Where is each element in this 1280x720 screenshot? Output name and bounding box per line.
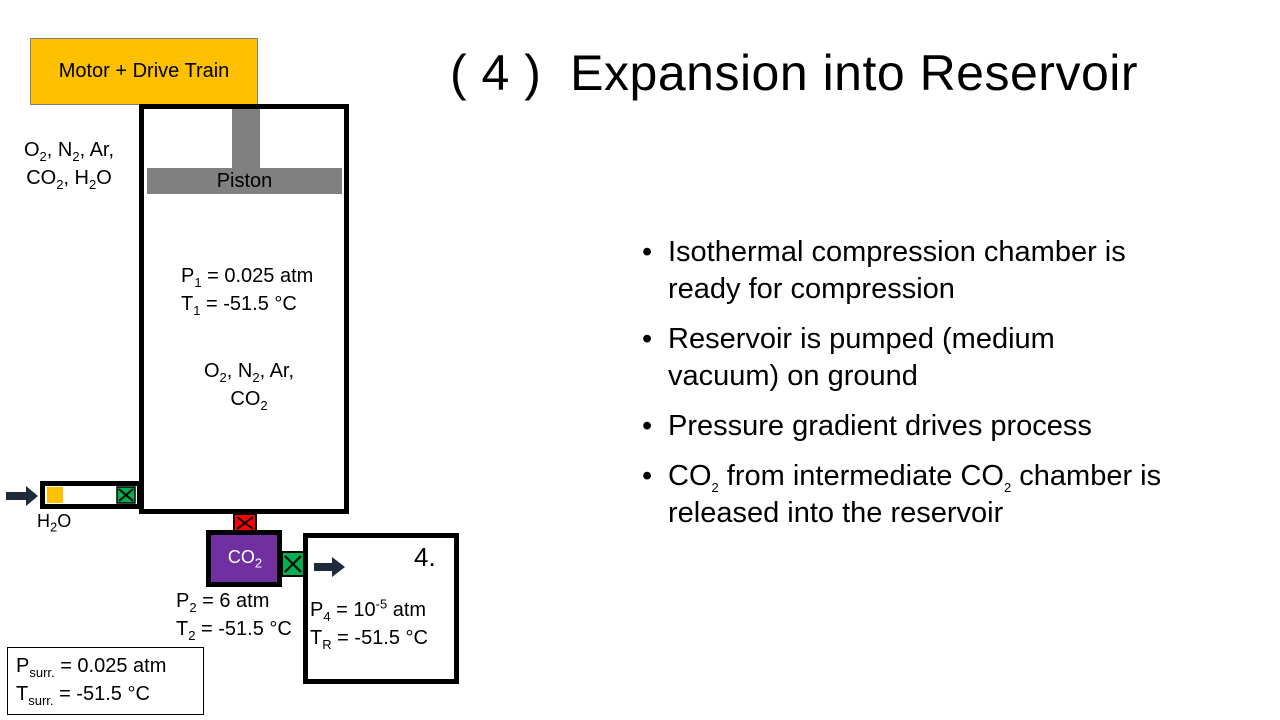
surroundings-box [7,647,204,715]
compression-chamber [139,104,349,514]
water-pipe [40,481,142,509]
piston-rod [232,104,260,170]
bullet-item: • CO2 from intermediate CO2 chamber is r… [642,460,1162,529]
piston-label: Piston [216,170,273,192]
reservoir [303,533,459,684]
co2-chamber-label: CO2 [227,547,263,571]
reservoir-pressure: P4 = 10-5 atm [310,596,427,624]
chamber-conditions: P1 = 0.025 atm T1 = -51.5 °C [181,262,313,318]
bullet-dot: • [642,236,653,268]
surroundings-conditions: Psurr. = 0.025 atm Tsurr. = -51.5 °C [16,652,166,708]
co2-pressure: P2 = 6 atm [176,590,270,615]
reservoir-flow-arrow [314,557,345,577]
ambient-gases-label: O2, N2, Ar, CO2, H2O [23,139,115,192]
water-inlet-valve[interactable] [116,486,136,504]
water-label: H2O [37,511,72,535]
co2-chamber [206,530,282,587]
water-valve [47,487,63,503]
surroundings-temperature: Tsurr. = -51.5 °C [16,683,150,708]
bullet-item: • Pressure gradient drives process [642,408,1162,445]
piston-head [147,168,342,194]
slide-title: ( 4 ) Expansion into Reservoir [450,45,1139,101]
bullet-list: • Isothermal compression chamber is read… [642,234,1162,545]
motor-label: Motor + Drive Train [58,60,230,82]
bullet-item: • Isothermal compression chamber is read… [642,236,1126,305]
co2-chamber-conditions: P2 = 6 atm T2 = -51.5 °C [176,587,292,643]
co2-temperature: T2 = -51.5 °C [176,618,292,643]
chamber-temperature: T1 = -51.5 °C [181,293,297,318]
reservoir-number: 4. [414,542,436,572]
chamber-gases: O2, N2, Ar, CO2 [203,360,295,413]
reservoir-temperature: TR = -51.5 °C [310,627,428,652]
water-inlet-arrow [6,486,38,506]
bullet-dot: • [642,460,653,492]
motor-box [30,38,258,105]
surroundings-pressure: Psurr. = 0.025 atm [16,655,167,680]
bullet-dot: • [642,323,653,355]
co2-inlet-valve[interactable] [233,513,257,533]
bullet-dot: • [642,410,653,442]
reservoir-inlet-valve[interactable] [281,551,305,577]
reservoir-conditions: P4 = 10-5 atm TR = -51.5 °C [310,596,428,652]
chamber-pressure: P1 = 0.025 atm [181,265,314,290]
bullet-item: • Reservoir is pumped (medium vacuum) on… [642,323,1055,392]
